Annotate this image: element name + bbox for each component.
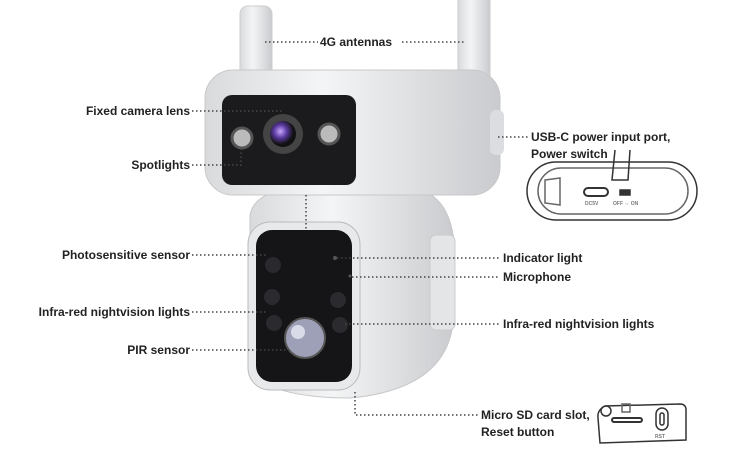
ir-light	[264, 289, 280, 305]
label-photosensitive-sensor: Photosensitive sensor	[61, 248, 190, 262]
label-power-switch: Power switch	[531, 147, 608, 161]
label-micro-sd-slot: Micro SD card slot,	[481, 408, 590, 422]
ir-light	[332, 317, 348, 333]
ir-light	[330, 292, 346, 308]
pir-sensor	[284, 317, 326, 359]
label-indicator-light: Indicator light	[503, 251, 583, 265]
indicator-light	[333, 256, 337, 260]
svg-text:DC5V: DC5V	[585, 201, 599, 207]
usb-c-port-inset: DC5V OFF ⇔ ON	[526, 149, 698, 221]
label-usb-c-port: USB-C power input port,	[531, 130, 671, 144]
label-spotlights: Spotlights	[131, 158, 190, 172]
fixed-camera-lens	[270, 121, 296, 147]
spotlight-right	[317, 122, 341, 146]
svg-text:RST: RST	[655, 434, 665, 440]
label-microphone: Microphone	[503, 270, 571, 284]
label-4g-antennas: 4G antennas	[320, 35, 393, 49]
left-antenna	[239, 5, 273, 79]
label-reset-button: Reset button	[481, 425, 555, 439]
svg-text:OFF ⇔ ON: OFF ⇔ ON	[613, 201, 639, 207]
photosensitive-sensor	[265, 257, 281, 273]
label-ir-lights-right: Infra-red nightvision lights	[503, 317, 655, 331]
sd-slot-inset: RST	[597, 403, 687, 444]
label-fixed-camera-lens: Fixed camera lens	[85, 104, 190, 118]
ir-light	[266, 315, 282, 331]
leader-lines	[192, 41, 528, 416]
microphone	[348, 274, 352, 278]
spotlight-left	[230, 126, 254, 150]
label-pir-sensor: PIR sensor	[127, 343, 190, 357]
label-ir-lights-left: Infra-red nightvision lights	[38, 305, 190, 319]
